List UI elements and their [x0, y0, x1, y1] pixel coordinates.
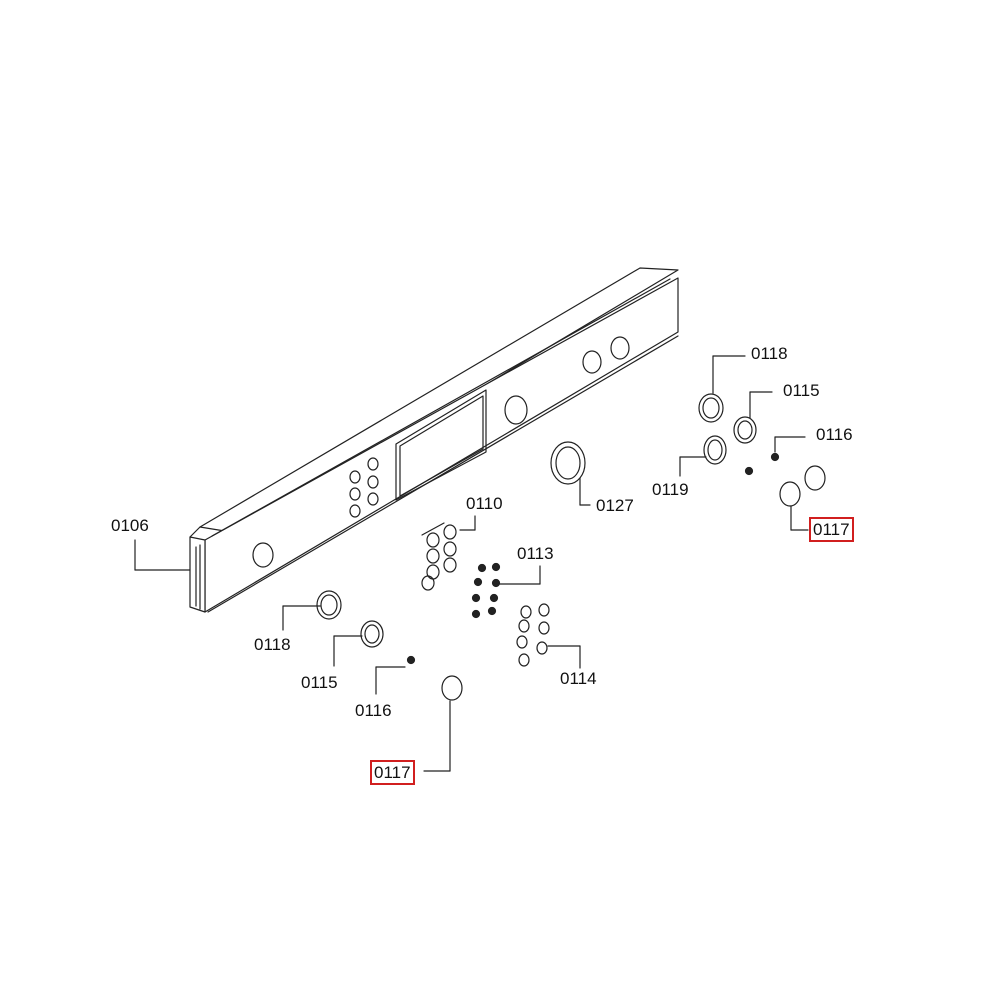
springs-0113: [471, 562, 501, 619]
pushers-0114: [516, 603, 581, 669]
label-0115-right: 0115: [783, 381, 820, 400]
left-knob-assembly: [282, 590, 463, 772]
label-0119: 0119: [652, 480, 689, 499]
button-caps-0110: [421, 515, 476, 591]
control-panel-0106: [189, 267, 679, 613]
label-0115-left: 0115: [301, 673, 338, 692]
label-0110: 0110: [466, 494, 503, 513]
label-0114: 0114: [560, 669, 597, 688]
label-0117-right: 0117: [809, 517, 854, 542]
right-knob-assembly: [679, 355, 826, 531]
label-0116-right: 0116: [816, 425, 853, 444]
ring-0127: [550, 441, 591, 506]
label-0127: 0127: [596, 496, 634, 515]
label-0117-left: 0117: [370, 760, 415, 785]
label-0113: 0113: [517, 544, 554, 563]
label-0118-left: 0118: [254, 635, 291, 654]
label-0106: 0106: [111, 516, 149, 535]
label-0118-right: 0118: [751, 344, 788, 363]
label-0116-left: 0116: [355, 701, 392, 720]
